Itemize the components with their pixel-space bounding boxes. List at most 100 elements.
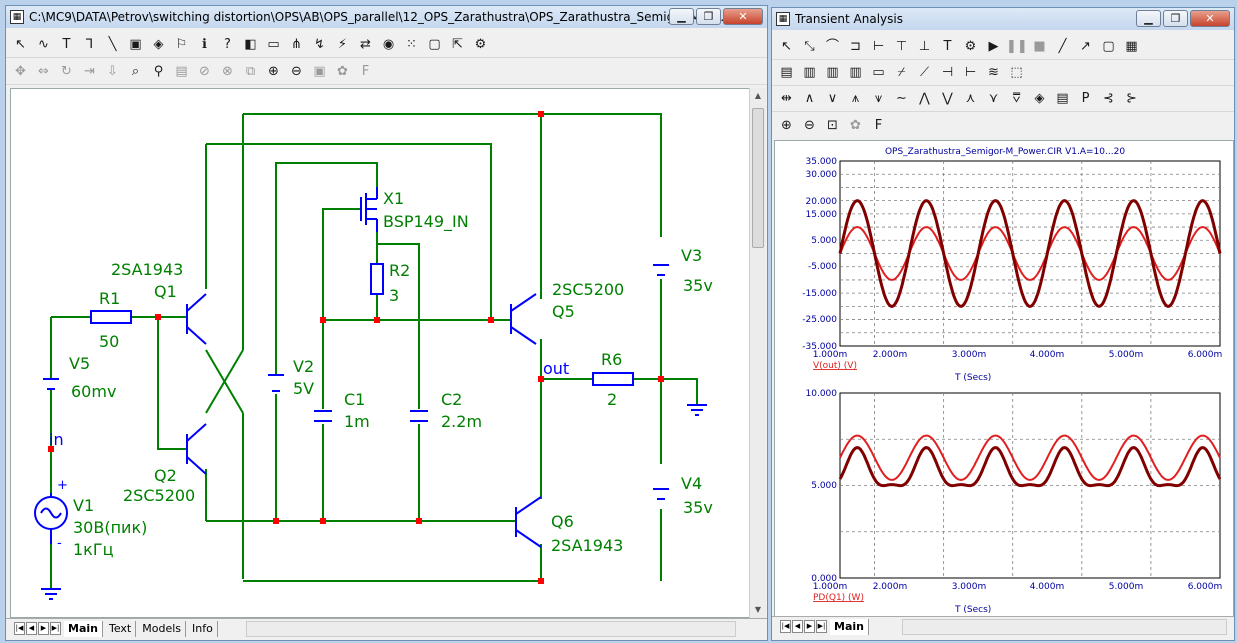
tag-right-icon[interactable]: ⊱ (1126, 91, 1137, 106)
marker-icon[interactable]: ⊥ (918, 39, 931, 54)
zoom-out-icon[interactable]: ⊖ (291, 64, 302, 79)
text-tool-icon[interactable]: T (62, 37, 71, 52)
next-simulation-icon[interactable]: ⇹ (781, 91, 792, 106)
power-icon[interactable]: ⚡ (337, 37, 348, 52)
go-icon[interactable]: ◈ (1034, 91, 1045, 106)
cursor-mode-icon[interactable]: ⇱ (452, 37, 463, 52)
tag-icon[interactable]: ⊐ (850, 39, 861, 54)
plot-last-tab-icon[interactable]: ▶| (816, 620, 827, 633)
plot-tab-main[interactable]: Main (830, 618, 869, 635)
move-icon[interactable]: ✥ (15, 64, 26, 79)
zoom-fit-icon[interactable]: ⊡ (827, 117, 838, 133)
plot-zoom-in-icon[interactable]: ⊕ (781, 117, 792, 133)
p-icon[interactable]: P (1081, 91, 1090, 106)
plot-horizontal-scrollbar[interactable] (902, 619, 1227, 635)
shapes-dropdown-icon[interactable]: ◈ (153, 37, 164, 52)
minimize-button[interactable]: ▁ (669, 8, 694, 25)
select-arrow-icon[interactable]: ↖ (15, 37, 26, 52)
page-icon[interactable]: ▤ (175, 64, 188, 79)
data-points-icon[interactable]: ≋ (988, 65, 999, 80)
stack-c-icon[interactable]: ▥ (826, 65, 839, 80)
prev-tab-icon[interactable]: ◀ (26, 622, 37, 635)
component-icon[interactable]: ∿ (38, 37, 49, 52)
stack-icon[interactable]: ▤ (780, 65, 793, 80)
plot-palette-icon[interactable]: ✿ (850, 117, 861, 133)
maximize-button[interactable]: ❐ (696, 8, 721, 25)
plot-properties-icon[interactable]: ⚙ (964, 39, 977, 54)
top-icon[interactable]: ⋏ (965, 91, 976, 106)
valley-find-icon[interactable]: ∨ (827, 91, 838, 106)
low-icon[interactable]: ⩛ (874, 91, 883, 106)
high-icon[interactable]: ⩚ (851, 91, 860, 106)
cursor-left-icon[interactable]: ⊣ (941, 65, 954, 80)
tab-text[interactable]: Text (105, 620, 137, 637)
clear-icon[interactable]: ⊗ (222, 64, 233, 79)
on-off-icon[interactable]: ◉ (382, 37, 395, 52)
next-tab-icon[interactable]: ▶ (38, 622, 49, 635)
wire-icon[interactable]: ⅂ (85, 37, 94, 52)
stop-icon[interactable]: ⊘ (199, 64, 210, 79)
arrow-line-icon[interactable]: ↗ (1080, 39, 1091, 54)
tag-left-icon[interactable]: ⊰ (1103, 91, 1114, 106)
copy-icon[interactable]: ⧉ (245, 64, 256, 79)
font-icon[interactable]: F (361, 64, 370, 79)
scroll-thumb[interactable] (752, 108, 764, 248)
find-icon[interactable]: ⌕ (131, 64, 140, 79)
diagonal-wire-icon[interactable]: ╲ (108, 37, 117, 52)
separate-icon[interactable]: ▭ (872, 65, 885, 80)
bottom-icon[interactable]: ⋎ (988, 91, 999, 106)
scroll-down-icon[interactable]: ▼ (754, 605, 762, 614)
plot-select-icon[interactable]: ↖ (781, 39, 792, 54)
run-icon[interactable]: ▶ (988, 39, 999, 54)
pause-icon[interactable]: ❚❚ (1006, 39, 1028, 54)
point-tag-icon[interactable]: ⊢ (872, 39, 885, 54)
schematic-horizontal-scrollbar[interactable] (246, 621, 736, 637)
stack-d-icon[interactable]: ▥ (849, 65, 862, 80)
zoom-in-icon[interactable]: ⊕ (268, 64, 279, 79)
graphics-icon[interactable]: ▣ (129, 37, 142, 52)
properties-icon[interactable]: ⚙ (474, 37, 487, 52)
line-icon[interactable]: ╱ (1058, 39, 1067, 54)
global-high-icon[interactable]: ⋀ (919, 91, 930, 106)
palette-icon[interactable]: ✿ (337, 64, 348, 79)
inflection-icon[interactable]: ∼ (896, 91, 907, 106)
grid-icon[interactable]: ⁙ (406, 37, 417, 52)
plot-maximize-button[interactable]: ❐ (1163, 10, 1188, 27)
tracker-icon[interactable]: ⩢ (1012, 91, 1021, 106)
current-icon[interactable]: ↯ (314, 37, 325, 52)
close-button[interactable]: ✕ (723, 8, 763, 25)
attribute-text-icon[interactable]: ▭ (267, 37, 280, 52)
schematic-canvas[interactable]: 2SA1943 Q1 R1 50 V5 60mv in + - V1 30В(п… (10, 88, 751, 618)
pin-connections-icon[interactable]: ⇄ (360, 37, 371, 52)
schematic-titlebar[interactable]: ▦ C:\MC9\DATA\Petrov\switching distortio… (6, 6, 767, 28)
scroll-up-icon[interactable]: ▲ (754, 91, 762, 100)
tab-main[interactable]: Main (64, 620, 103, 637)
tokens-icon[interactable]: ⬚ (1010, 65, 1023, 80)
scale-icon[interactable]: ⤡ (804, 39, 815, 54)
flag-icon[interactable]: ⚐ (175, 37, 188, 52)
slope-icon[interactable]: ⟋ (919, 65, 930, 80)
plot-minimize-button[interactable]: ▁ (1136, 10, 1161, 27)
plot-close-button[interactable]: ✕ (1190, 10, 1230, 27)
plot-next-tab-icon[interactable]: ▶ (804, 620, 815, 633)
transient-titlebar[interactable]: ▦ Transient Analysis ▁ ❐ ✕ (772, 8, 1234, 30)
tab-models[interactable]: Models (138, 620, 186, 637)
info-icon[interactable]: ℹ (202, 37, 207, 52)
plot-grid-icon[interactable]: ▦ (1125, 39, 1138, 54)
plot-text-icon[interactable]: T (943, 39, 952, 54)
plot-prev-tab-icon[interactable]: ◀ (792, 620, 803, 633)
table-icon[interactable]: ▤ (1056, 91, 1069, 106)
window-icon[interactable]: ▢ (428, 37, 441, 52)
frame-icon[interactable]: ▢ (1102, 39, 1115, 54)
camera-icon[interactable]: ▣ (313, 64, 326, 79)
peak-icon[interactable]: ⌒ (825, 39, 839, 54)
last-tab-icon[interactable]: ▶| (50, 622, 61, 635)
node-numbers-icon[interactable]: ⋔ (291, 37, 302, 52)
mirror-icon[interactable]: ⇔ (38, 64, 49, 79)
binoculars-icon[interactable]: ⚲ (153, 64, 164, 79)
label-icon[interactable]: ⊤ (895, 39, 908, 54)
pins-icon[interactable]: ◧ (244, 37, 257, 52)
cursor-icon[interactable]: ⌿ (897, 65, 906, 80)
plot-first-tab-icon[interactable]: |◀ (780, 620, 791, 633)
tab-info[interactable]: Info (188, 620, 218, 637)
